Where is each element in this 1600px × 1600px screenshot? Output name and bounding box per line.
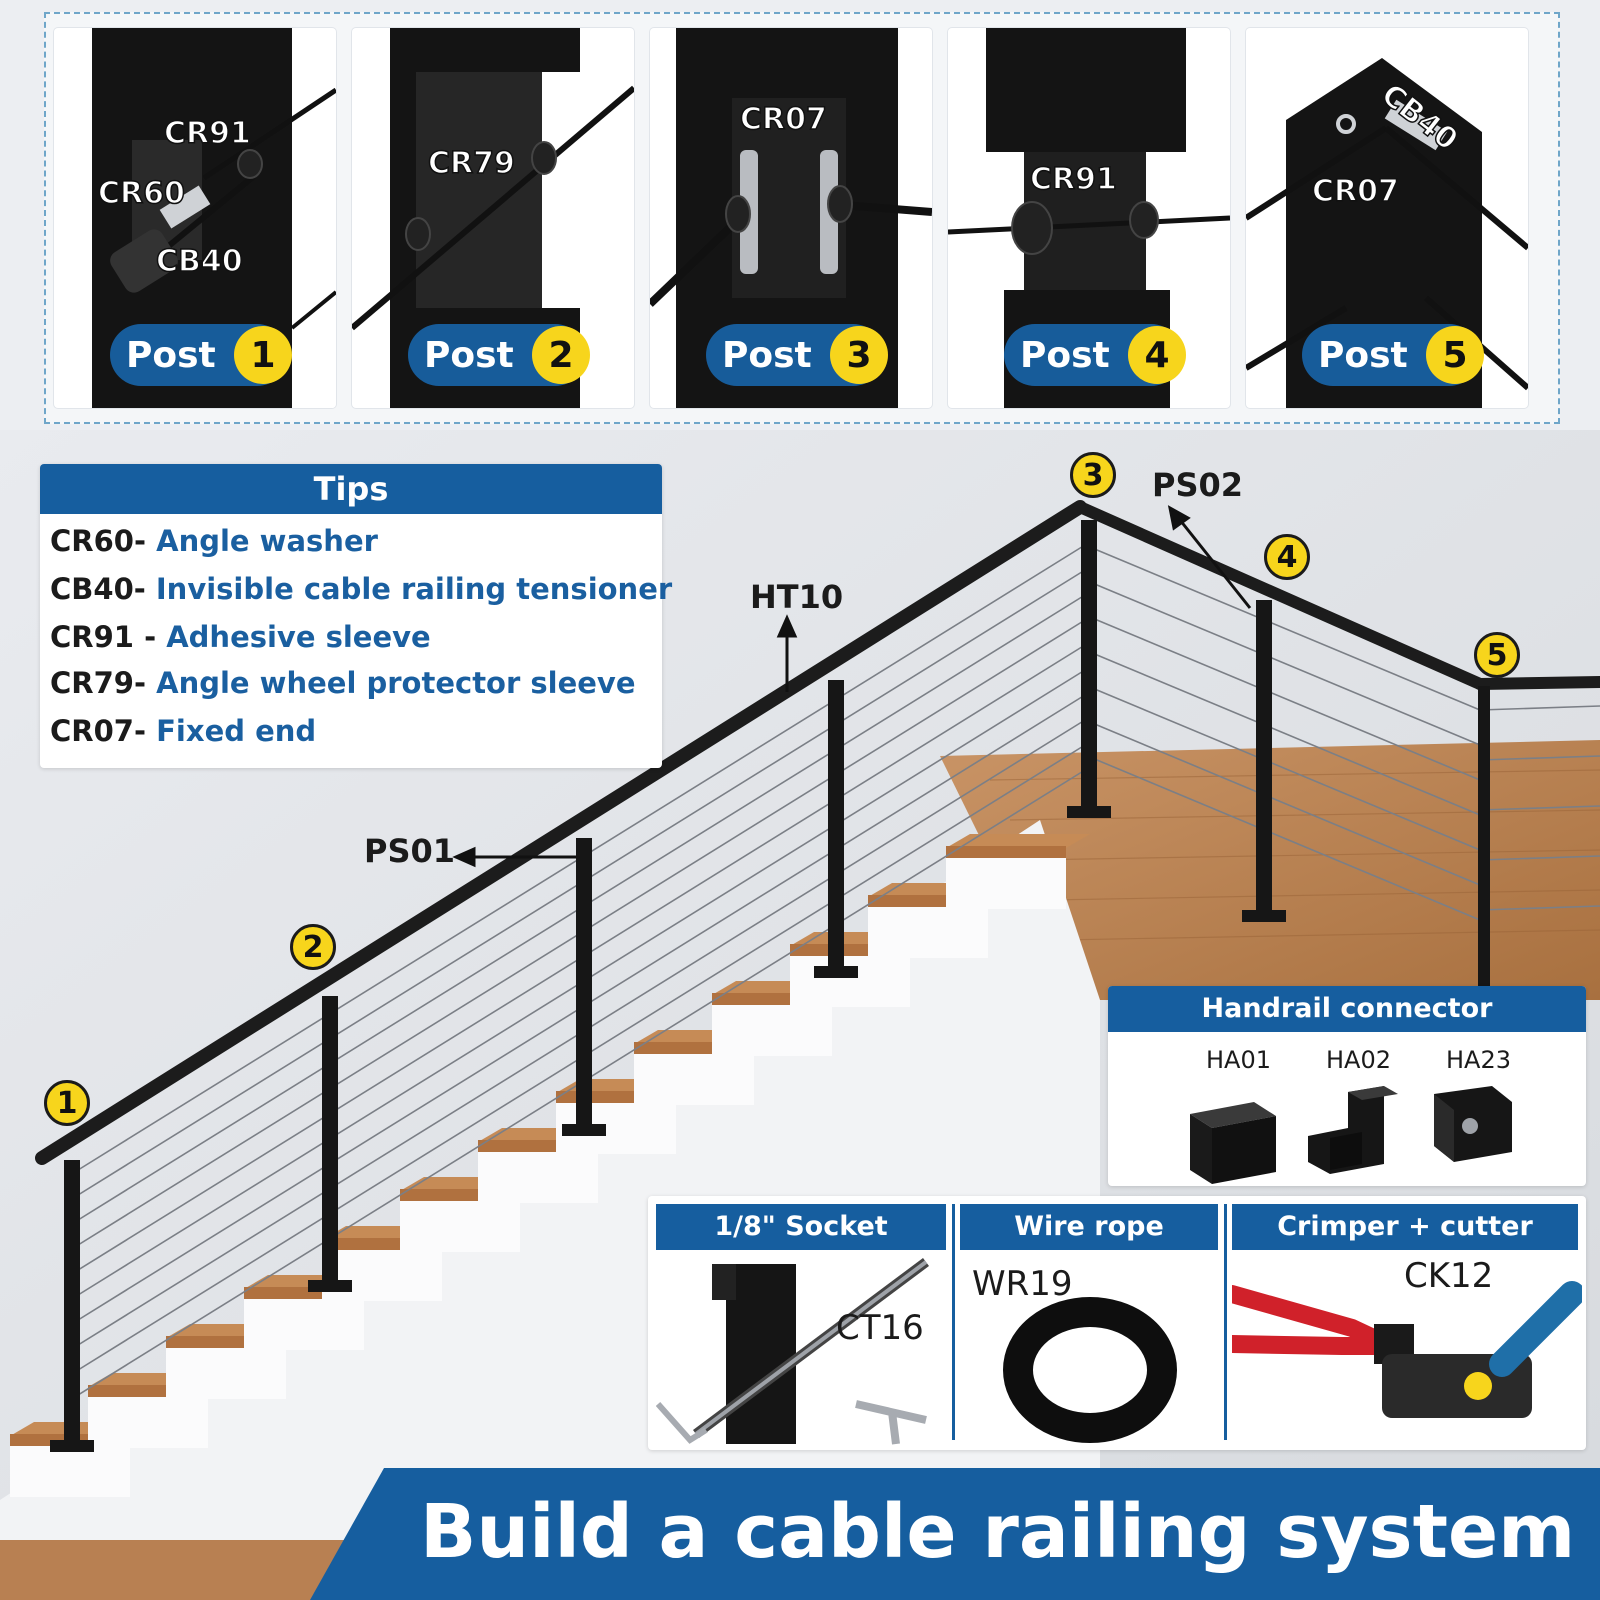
part-label: CR60 bbox=[97, 175, 185, 212]
tip-desc: Fixed end bbox=[156, 714, 317, 748]
post-badge-4: 4 bbox=[1264, 534, 1310, 580]
part-label: CR79 bbox=[427, 145, 515, 182]
post-panel-5: CB40 CR07 Post 5 bbox=[1246, 28, 1528, 408]
socket-wrench-icon bbox=[656, 1257, 929, 1445]
stair-nosing bbox=[946, 846, 1066, 858]
part-label: CR07 bbox=[1311, 173, 1399, 210]
post-label-pill: Post 5 bbox=[1302, 324, 1484, 386]
post-badge-1: 1 bbox=[44, 1080, 90, 1126]
tips-title: Tips bbox=[40, 464, 662, 514]
tip-item: CR91 - Adhesive sleeve bbox=[50, 620, 431, 654]
tips-panel: Tips CR60- Angle washer CB40- Invisible … bbox=[40, 464, 672, 768]
post-number-badge: 1 bbox=[234, 326, 292, 384]
part-label: CR07 bbox=[739, 101, 827, 138]
tip-code: CR91 - bbox=[50, 620, 157, 654]
connector-code: HA02 bbox=[1326, 1046, 1392, 1074]
post-word: Post bbox=[126, 334, 216, 376]
post-number-badge: 5 bbox=[1426, 326, 1484, 384]
tip-desc: Invisible cable railing tensioner bbox=[155, 572, 673, 606]
callout-ps01: PS01 bbox=[364, 832, 456, 870]
wire-rope-coil-icon bbox=[1003, 1297, 1177, 1443]
tip-code: CR60- bbox=[50, 524, 147, 558]
stair-tread bbox=[946, 834, 1090, 848]
tools-panel: 1/8" Socket wrench Wire rope Crimper + c… bbox=[648, 1196, 1586, 1450]
post-number-badge: 3 bbox=[830, 326, 888, 384]
post-4-illustration bbox=[948, 28, 1230, 408]
tool-title-crimper: Crimper + cutter bbox=[1232, 1204, 1578, 1250]
handrail-connector-title: Handrail connector bbox=[1108, 986, 1586, 1032]
post-label-pill: Post 4 bbox=[1004, 324, 1186, 386]
tool-title-wire-rope: Wire rope bbox=[960, 1204, 1218, 1250]
tool-code-crimper: CK12 bbox=[1404, 1256, 1494, 1296]
tool-divider bbox=[1224, 1204, 1227, 1440]
post-word: Post bbox=[1318, 334, 1408, 376]
post-panel-4: CR91 Post 4 bbox=[948, 28, 1230, 408]
tool-code-wire-rope: WR19 bbox=[972, 1264, 1073, 1304]
post-word: Post bbox=[1020, 334, 1110, 376]
connector-code: HA23 bbox=[1446, 1046, 1512, 1074]
tip-code: CR79- bbox=[50, 666, 147, 700]
post-detail-strip: CR91 CR60 CB40 Post 1 CR79 Post 2 bbox=[44, 12, 1560, 424]
post-word: Post bbox=[722, 334, 812, 376]
connector-code: HA01 bbox=[1206, 1046, 1272, 1074]
tip-desc: Adhesive sleeve bbox=[166, 620, 431, 654]
callout-ht10: HT10 bbox=[750, 578, 844, 616]
crimper-cutter-icon bbox=[1232, 1281, 1582, 1418]
part-label: CB40 bbox=[155, 243, 243, 280]
tip-item: CR07- Fixed end bbox=[50, 714, 316, 748]
post-number-badge: 4 bbox=[1128, 326, 1186, 384]
tip-desc: Angle wheel protector sleeve bbox=[156, 666, 636, 700]
part-label: CR91 bbox=[163, 115, 251, 152]
post-panel-2: CR79 Post 2 bbox=[352, 28, 634, 408]
post-panel-3: CR07 Post 3 bbox=[650, 28, 932, 408]
ha23-swivel-block-icon bbox=[1434, 1086, 1512, 1162]
tool-title-socket-wrench: 1/8" Socket wrench bbox=[656, 1204, 946, 1288]
ha02-step-block-icon bbox=[1308, 1086, 1398, 1174]
post-number-badge: 2 bbox=[532, 326, 590, 384]
post-label-pill: Post 2 bbox=[408, 324, 590, 386]
post-label-pill: Post 3 bbox=[706, 324, 888, 386]
tip-desc: Angle washer bbox=[156, 524, 378, 558]
stair-riser bbox=[946, 848, 1066, 909]
tip-item: CR79- Angle wheel protector sleeve bbox=[50, 666, 636, 700]
title-banner bbox=[310, 1468, 1600, 1600]
tip-code: CR07- bbox=[50, 714, 147, 748]
post-label-pill: Post 1 bbox=[110, 324, 292, 386]
post-badge-2: 2 bbox=[290, 924, 336, 970]
post-badge-3: 3 bbox=[1070, 452, 1116, 498]
callout-ps02: PS02 bbox=[1152, 466, 1244, 504]
tool-divider bbox=[952, 1204, 955, 1440]
tip-item: CB40- Invisible cable railing tensioner bbox=[50, 572, 672, 606]
handrail-connector-panel: Handrail connector HA01 HA02 HA23 bbox=[1108, 986, 1586, 1186]
post-panel-1: CR91 CR60 CB40 Post 1 bbox=[54, 28, 336, 408]
banner-title: Build a cable railing system bbox=[420, 1489, 1576, 1575]
ha01-block-icon bbox=[1190, 1102, 1276, 1184]
tip-code: CB40- bbox=[50, 572, 146, 606]
post-badge-5: 5 bbox=[1474, 632, 1520, 678]
connector-illustrations bbox=[1190, 1086, 1512, 1184]
part-label: CR91 bbox=[1029, 161, 1117, 198]
tip-item: CR60- Angle washer bbox=[50, 524, 378, 558]
tool-code-socket-wrench: CT16 bbox=[836, 1308, 924, 1348]
post-5-illustration bbox=[1246, 58, 1528, 408]
post-word: Post bbox=[424, 334, 514, 376]
